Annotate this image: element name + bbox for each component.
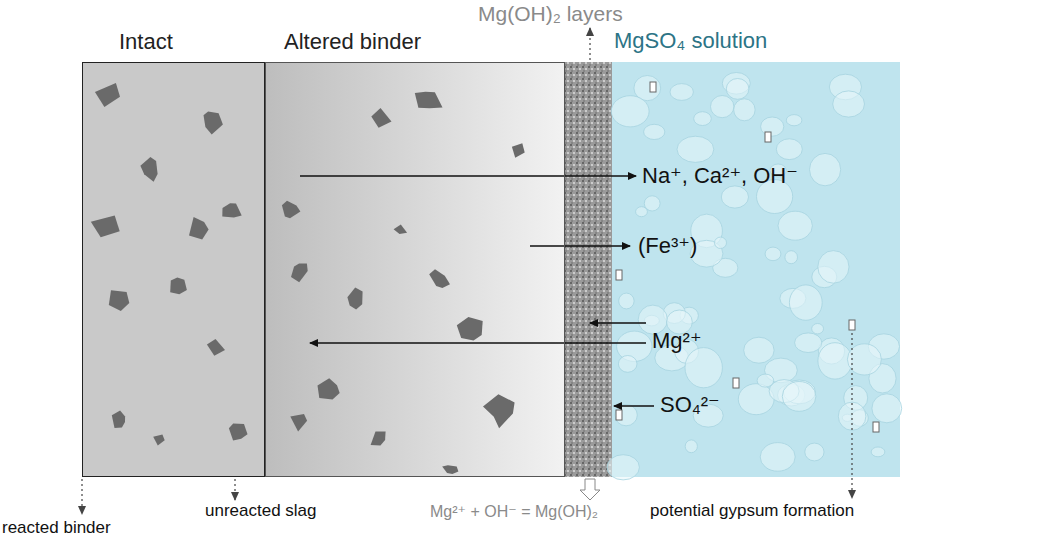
transport-arrows bbox=[300, 176, 654, 406]
bubble bbox=[685, 348, 722, 388]
bubble bbox=[721, 186, 748, 208]
bubble bbox=[744, 337, 774, 363]
region-box: Intact bbox=[82, 62, 265, 477]
bubble bbox=[812, 324, 824, 334]
slag-particle bbox=[222, 203, 241, 217]
bubble bbox=[644, 124, 665, 139]
slag-particle bbox=[512, 143, 525, 158]
bubble bbox=[776, 139, 802, 160]
altered-region bbox=[265, 62, 565, 477]
slag-particle bbox=[282, 201, 301, 219]
region-heading: Altered binder bbox=[284, 29, 421, 55]
region-box: Altered binder bbox=[265, 62, 565, 477]
bubble bbox=[607, 455, 639, 480]
slag-particle bbox=[318, 378, 340, 399]
bubble bbox=[611, 96, 649, 127]
mgoh2-layer bbox=[565, 62, 612, 477]
bubble bbox=[711, 96, 734, 118]
bubble bbox=[670, 84, 693, 101]
reaction-label: Mg²⁺ + OH⁻ = Mg(OH)₂ bbox=[430, 502, 598, 521]
bubble bbox=[619, 293, 634, 309]
slag-particle bbox=[91, 216, 120, 238]
bubble bbox=[782, 382, 816, 412]
slag-particle bbox=[170, 278, 187, 295]
hollow-arrow bbox=[580, 479, 600, 500]
slag-particle bbox=[442, 465, 458, 474]
slag-particle bbox=[290, 414, 307, 431]
slag-particle bbox=[347, 288, 362, 310]
slag-particle bbox=[371, 108, 391, 128]
layer-label: Mg(OH)₂ layers bbox=[478, 2, 623, 26]
bubble bbox=[795, 333, 822, 353]
bubble bbox=[738, 384, 774, 415]
slag-particle bbox=[109, 290, 130, 311]
region-box: MgSO₄ solution bbox=[612, 62, 900, 477]
bubble bbox=[760, 443, 795, 472]
slag-particle bbox=[153, 434, 165, 445]
bubble bbox=[757, 374, 774, 387]
part-label: reacted binder bbox=[2, 518, 111, 538]
bubble bbox=[871, 447, 885, 457]
bubble bbox=[734, 99, 755, 121]
bubble bbox=[789, 285, 822, 320]
bubble bbox=[694, 112, 712, 126]
bubble bbox=[761, 117, 784, 136]
gypsum-crystals bbox=[616, 82, 879, 432]
slag-particle bbox=[204, 111, 223, 134]
leader-lines bbox=[82, 28, 852, 514]
slag-particle bbox=[291, 264, 308, 283]
slag-particle bbox=[483, 394, 515, 428]
slag-particle bbox=[95, 83, 120, 107]
bubble bbox=[818, 343, 852, 379]
bubble bbox=[838, 402, 866, 430]
slag-particle bbox=[112, 410, 125, 428]
note-label: potential gypsum formation bbox=[650, 501, 854, 521]
slag-particle bbox=[229, 424, 248, 441]
bubble bbox=[785, 251, 798, 264]
bubble bbox=[726, 79, 749, 100]
bubble bbox=[715, 237, 727, 248]
intact-region bbox=[82, 62, 265, 477]
bubble bbox=[615, 404, 637, 425]
bubble bbox=[872, 394, 902, 423]
slag-particle bbox=[394, 225, 408, 235]
bubble bbox=[833, 91, 865, 117]
region-heading: MgSO₄ solution bbox=[614, 28, 767, 54]
ion-label: Na⁺, Ca²⁺, OH⁻ bbox=[642, 163, 798, 189]
part-label: unreacted slag bbox=[205, 501, 317, 521]
region-heading: Intact bbox=[119, 29, 173, 55]
slag-particle bbox=[457, 317, 483, 341]
slag-particle bbox=[429, 269, 450, 288]
slag-particle bbox=[189, 217, 209, 240]
bubble bbox=[677, 136, 714, 162]
bubble bbox=[765, 247, 781, 261]
slag-particle bbox=[207, 339, 225, 356]
bubble bbox=[810, 153, 841, 185]
bubble bbox=[786, 115, 802, 126]
slag-particle bbox=[415, 92, 443, 109]
bubble bbox=[818, 251, 849, 284]
ion-label: Mg²⁺ bbox=[652, 328, 702, 354]
solution-region bbox=[612, 62, 900, 477]
bubble bbox=[778, 211, 812, 240]
slag-particle bbox=[140, 157, 157, 182]
slag-particles bbox=[91, 83, 525, 474]
ion-label: (Fe³⁺) bbox=[638, 233, 697, 259]
bubble bbox=[644, 196, 660, 211]
ion-label: SO₄²⁻ bbox=[660, 392, 720, 418]
bubble bbox=[685, 440, 697, 453]
bubble bbox=[805, 443, 824, 461]
slag-particle bbox=[371, 431, 386, 445]
bubbles bbox=[607, 73, 902, 480]
bubble bbox=[618, 356, 637, 373]
